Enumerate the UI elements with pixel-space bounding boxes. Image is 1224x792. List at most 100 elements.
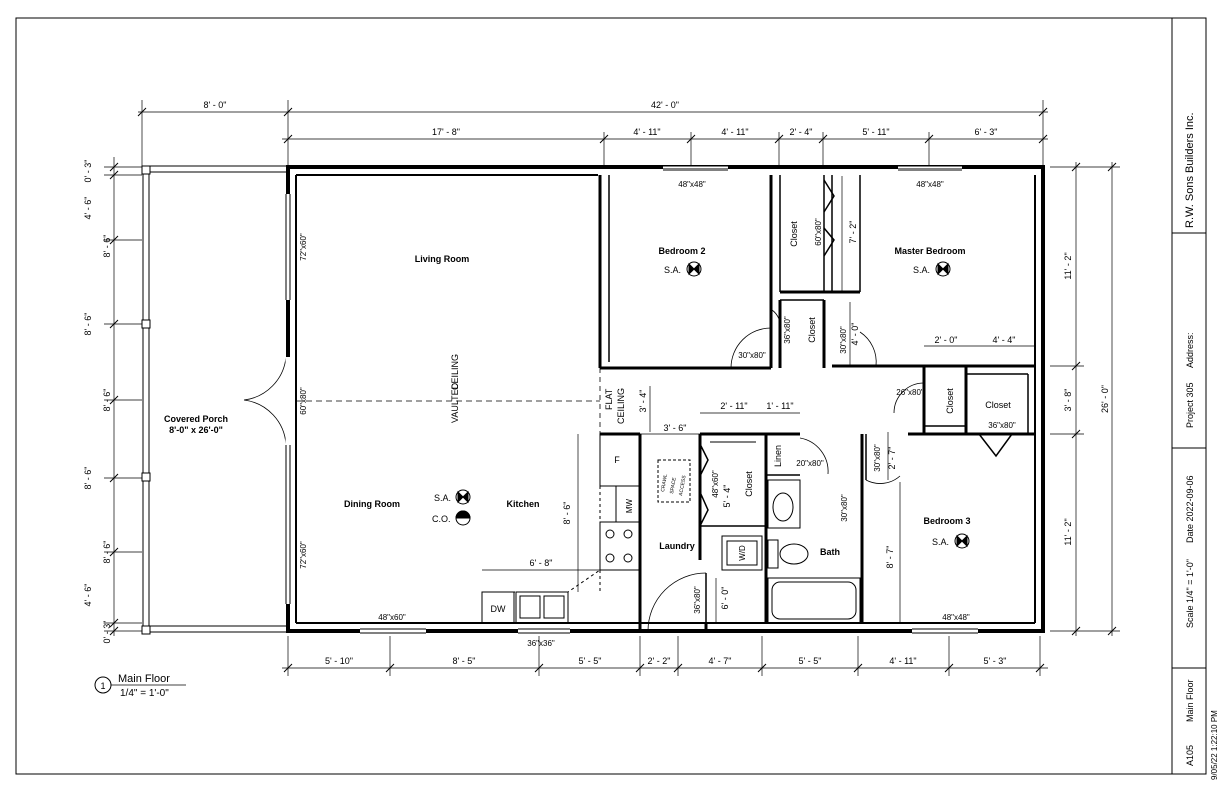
- sheet-border: [15, 17, 1207, 775]
- dim-left-2: 4' - 6": [83, 197, 93, 220]
- door-bath: 30"x80": [840, 494, 849, 522]
- dim-top-3: 4' - 11": [721, 127, 748, 137]
- room-living: Living Room: [415, 254, 470, 264]
- washer-dryer-label: W/D: [738, 545, 747, 561]
- smoke-alarm-icon: [935, 261, 951, 277]
- dim-bottom-6: 5' - 5": [799, 656, 822, 666]
- dim-linen-1: 2' - 11": [720, 401, 747, 411]
- dishwasher-label: DW: [491, 604, 506, 614]
- smoke-alarm-icons: [455, 261, 970, 549]
- dim-right-1: 11' - 2": [1063, 252, 1073, 279]
- dim-right-3: 11' - 2": [1063, 518, 1073, 545]
- dim-kitchen-depth: 8' - 6": [562, 502, 572, 525]
- closet-label-b3: Closet: [985, 400, 1011, 410]
- room-kitchen: Kitchen: [506, 499, 539, 509]
- dim-linen-2: 1' - 11": [766, 401, 793, 411]
- windows: [285, 165, 978, 634]
- date-note: Date 2022-09-06: [1185, 475, 1195, 543]
- closet-bedroom2: [823, 179, 835, 257]
- dimension-ticks: [109, 107, 1117, 673]
- dim-top-1: 17' - 8": [432, 127, 460, 137]
- flat-label-2: CEILING: [616, 388, 626, 424]
- vaulted-label-2: CEILING: [450, 354, 460, 390]
- door-laundry: 36"x80": [693, 586, 702, 614]
- room-bedroom2: Bedroom 2: [658, 246, 705, 256]
- smoke-alarm-icon: [455, 489, 471, 505]
- sheet-number: A105: [1185, 745, 1195, 766]
- dim-porch-width: 8' - 0": [204, 100, 227, 110]
- dim-bottom-5: 4' - 7": [709, 656, 732, 666]
- door-closet-bedroom2: 36"x80": [783, 316, 792, 344]
- dim-left-4: 8' - 6": [83, 313, 93, 336]
- exterior-walls: [286, 165, 1045, 633]
- view-tag-number: 1: [100, 681, 105, 691]
- address-label: Address:: [1185, 332, 1195, 368]
- dim-kitchen-width: 6' - 8": [530, 558, 553, 568]
- dim-left-3: 8' - 6": [102, 235, 112, 258]
- room-bedroom3: Bedroom 3: [923, 516, 970, 526]
- door-bedroom3: 30"x80": [873, 444, 882, 472]
- dim-bottom-8: 5' - 3": [984, 656, 1007, 666]
- dim-overall-depth: 26' - 0": [1100, 385, 1110, 413]
- co-alarm-icon: [455, 510, 471, 526]
- window-dining: 72"x60": [299, 541, 308, 569]
- dim-hall-1: 2' - 0": [935, 335, 958, 345]
- print-timestamp: 9/05/22 1:22:10 PM: [1210, 710, 1219, 780]
- kitchen-fixtures: [481, 433, 641, 624]
- dim-closet-length: 5' - 4": [722, 485, 732, 508]
- scale-note: Scale 1/4" = 1'-0": [1185, 559, 1195, 628]
- vaulted-label-1: VAULTED: [450, 382, 460, 423]
- door-master: 30"x80": [839, 326, 848, 354]
- window-bedroom3: 48"x48": [942, 613, 970, 622]
- dim-hall-2: 4' - 4": [993, 335, 1016, 345]
- window-dining-front: 48"x60": [378, 613, 406, 622]
- sheet-name: Main Floor: [1185, 679, 1195, 722]
- closet-bedroom3-door: [978, 433, 1013, 458]
- dim-hall-width: 3' - 6": [664, 423, 687, 433]
- crawl-label-3: ACCESS: [678, 474, 688, 496]
- window-kitchen: 36"x36": [527, 639, 555, 648]
- dim-bottom-3: 5' - 5": [579, 656, 602, 666]
- room-labels: Living Room Dining Room Kitchen Bedroom …: [164, 221, 1011, 557]
- smoke-alarm-icon: [686, 261, 702, 277]
- room-porch: Covered Porch: [164, 414, 228, 424]
- dim-left-1: 0' - 3": [83, 160, 93, 183]
- window-bedroom2: 48"x48": [678, 180, 706, 189]
- dim-top-4: 2' - 4": [790, 127, 813, 137]
- crawl-label-2: SPACE: [669, 476, 678, 494]
- title-block: R.W. Sons Builders Inc. Project 305 Addr…: [1184, 112, 1219, 780]
- door-bedroom2: 30"x80": [738, 351, 766, 360]
- dim-left-7: 8' - 6": [102, 541, 112, 564]
- sa-label-dining: S.A.: [434, 493, 451, 503]
- closet-label-hall: Closet: [945, 388, 955, 414]
- sa-label-bedroom2: S.A.: [664, 265, 681, 275]
- view-tag-name: Main Floor: [118, 673, 170, 685]
- window-master: 48"x48": [916, 180, 944, 189]
- microwave-label: MW: [625, 498, 634, 513]
- dim-bottom-7: 4' - 11": [889, 656, 916, 666]
- flat-label-1: FLAT: [604, 388, 614, 410]
- dim-top-2: 4' - 11": [633, 127, 660, 137]
- room-master: Master Bedroom: [894, 246, 965, 256]
- co-label-dining: C.O.: [432, 514, 451, 524]
- dim-left-9: 0' - 3": [102, 621, 112, 644]
- opening-labels: 48"x48" 48"x48" 72"x60" 72"x60" 48"x60" …: [299, 180, 1016, 648]
- dim-left-6: 8' - 6": [83, 467, 93, 490]
- closet-label-b2: Closet: [789, 221, 799, 247]
- room-porch-size: 8'-0" x 26'-0": [169, 425, 223, 435]
- fridge-label: F: [614, 455, 620, 465]
- door-front: 60"x80": [299, 387, 308, 415]
- closet-label-laundry: Closet: [744, 471, 754, 497]
- dim-left-8: 4' - 6": [83, 584, 93, 607]
- dim-bottom-2: 8' - 5": [453, 656, 476, 666]
- sa-label-master: S.A.: [913, 265, 930, 275]
- room-bath: Bath: [820, 547, 840, 557]
- dim-bed3-depth: 8' - 7": [885, 546, 895, 569]
- dim-hall-length: 4' - 0": [850, 323, 860, 346]
- room-laundry: Laundry: [659, 541, 695, 551]
- annotations: VAULTED CEILING FLAT CEILING CRAWL SPACE…: [432, 265, 949, 614]
- dim-left-5: 8' - 6": [102, 389, 112, 412]
- bath-fixtures: [657, 459, 861, 624]
- dimension-lines: [104, 100, 1120, 676]
